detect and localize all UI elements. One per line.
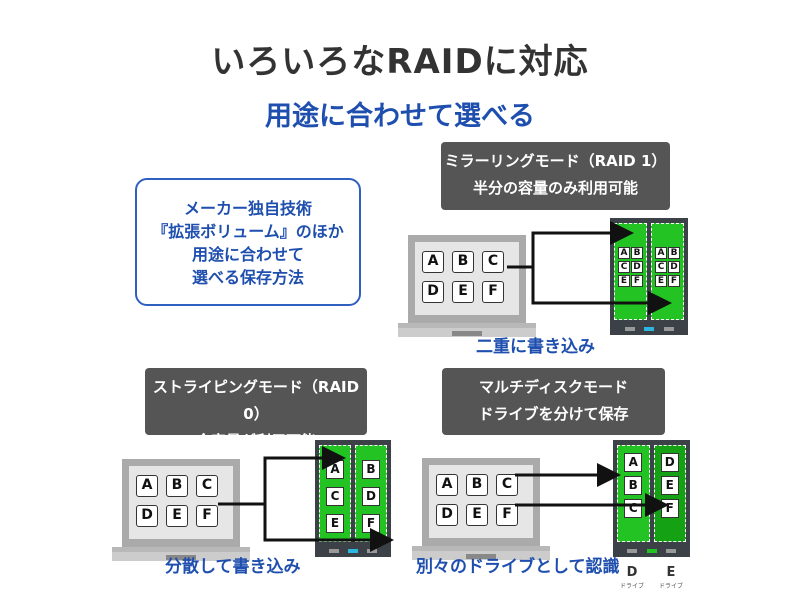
page-subtitle: 用途に合わせて選べる	[265, 101, 535, 132]
data-block: F	[631, 275, 643, 287]
data-block: A	[618, 247, 630, 259]
data-block: B	[624, 476, 643, 495]
drive-indicator-light	[627, 549, 638, 553]
drive-indicator-light	[624, 327, 635, 331]
drive-indicator-light	[348, 549, 358, 553]
data-block: C	[618, 261, 630, 273]
data-block: D	[362, 487, 380, 506]
file-icon: C	[496, 474, 518, 496]
raid0-label-line: 全容量が利用可能	[195, 432, 316, 450]
multidisk-label-line: ドライブを分けて保存	[478, 405, 629, 423]
file-icon: C	[482, 251, 504, 273]
feature-line: 選べる保存方法	[191, 268, 304, 287]
raid0-arrow-bottom	[263, 458, 394, 552]
feature-line: 用途に合わせて	[191, 245, 304, 264]
raid1-caption: 二重に書き込み	[476, 337, 595, 357]
raid0-caption: 分散して書き込み	[165, 557, 301, 577]
drive-indicator-light	[646, 549, 657, 553]
raid1-arrow-top	[507, 221, 634, 269]
data-block: D	[631, 261, 643, 273]
data-block: E	[326, 514, 344, 533]
drive-sublabel: ドライブ	[619, 583, 644, 590]
raid1-label-line: 半分の容量のみ利用可能	[472, 179, 638, 197]
data-block: C	[655, 261, 667, 273]
data-block: F	[668, 275, 680, 287]
raid1-arrow-bottom	[531, 233, 672, 315]
file-icon: D	[422, 281, 444, 303]
file-icon: C	[196, 475, 218, 497]
file-icon: A	[136, 475, 158, 497]
feature-box: メーカー独自技術 『拡張ボリューム』のほか 用途に合わせて 選べる保存方法	[135, 178, 361, 306]
multidisk-label-line: マルチディスクモード	[479, 378, 628, 396]
feature-line: 『拡張ボリューム』のほか	[152, 222, 344, 241]
drive-indicator-light	[665, 549, 676, 553]
page-title: いろいろなRAIDに対応	[211, 42, 589, 82]
data-block: E	[618, 275, 630, 287]
data-block: A	[624, 453, 643, 472]
raid0-arrow-top	[218, 446, 346, 506]
laptop-keyboard	[398, 323, 536, 337]
data-block: C	[326, 487, 344, 506]
data-block: B	[668, 247, 680, 259]
drive-indicator-light	[663, 327, 674, 331]
data-block: B	[362, 460, 380, 479]
drive-letter-e: E	[666, 565, 676, 580]
data-block: A	[655, 247, 667, 259]
file-icon: A	[436, 474, 458, 496]
data-block: E	[660, 476, 679, 495]
multidisk-label: マルチディスクモード ドライブを分けて保存	[442, 368, 665, 435]
raid0-label-line: ストライピングモード（RAID 0）	[152, 378, 360, 423]
laptop-trackpad	[166, 555, 196, 560]
drive-indicator-light	[644, 327, 654, 331]
data-block: D	[660, 453, 679, 472]
file-icon: E	[466, 504, 488, 526]
file-icon: B	[166, 475, 188, 497]
file-icon: F	[482, 281, 504, 303]
raid1-label: ミラーリングモード（RAID 1） 半分の容量のみ利用可能	[441, 142, 670, 210]
file-icon: D	[436, 504, 458, 526]
file-icon: E	[452, 281, 474, 303]
file-icon: B	[452, 251, 474, 273]
file-icon: E	[166, 505, 188, 527]
drive-indicator-light	[329, 549, 339, 553]
drive-sublabel: ドライブ	[658, 583, 683, 590]
drive-letter-d: D	[626, 565, 638, 580]
multidisk-caption: 別々のドライブとして認識	[416, 557, 620, 577]
data-block: D	[668, 261, 680, 273]
file-icon: D	[136, 505, 158, 527]
file-icon: B	[466, 474, 488, 496]
laptop-trackpad	[466, 554, 496, 559]
laptop-trackpad	[452, 331, 482, 336]
file-icon: A	[422, 251, 444, 273]
raid1-label-line: ミラーリングモード（RAID 1）	[444, 152, 667, 170]
laptop-keyboard	[112, 547, 250, 561]
raid0-label: ストライピングモード（RAID 0） 全容量が利用可能	[145, 368, 367, 450]
data-block: B	[631, 247, 643, 259]
feature-line: メーカー独自技術	[183, 199, 312, 218]
file-icon: F	[496, 504, 518, 526]
data-block: E	[655, 275, 667, 287]
file-icon: F	[196, 505, 218, 527]
laptop-keyboard	[412, 546, 550, 560]
